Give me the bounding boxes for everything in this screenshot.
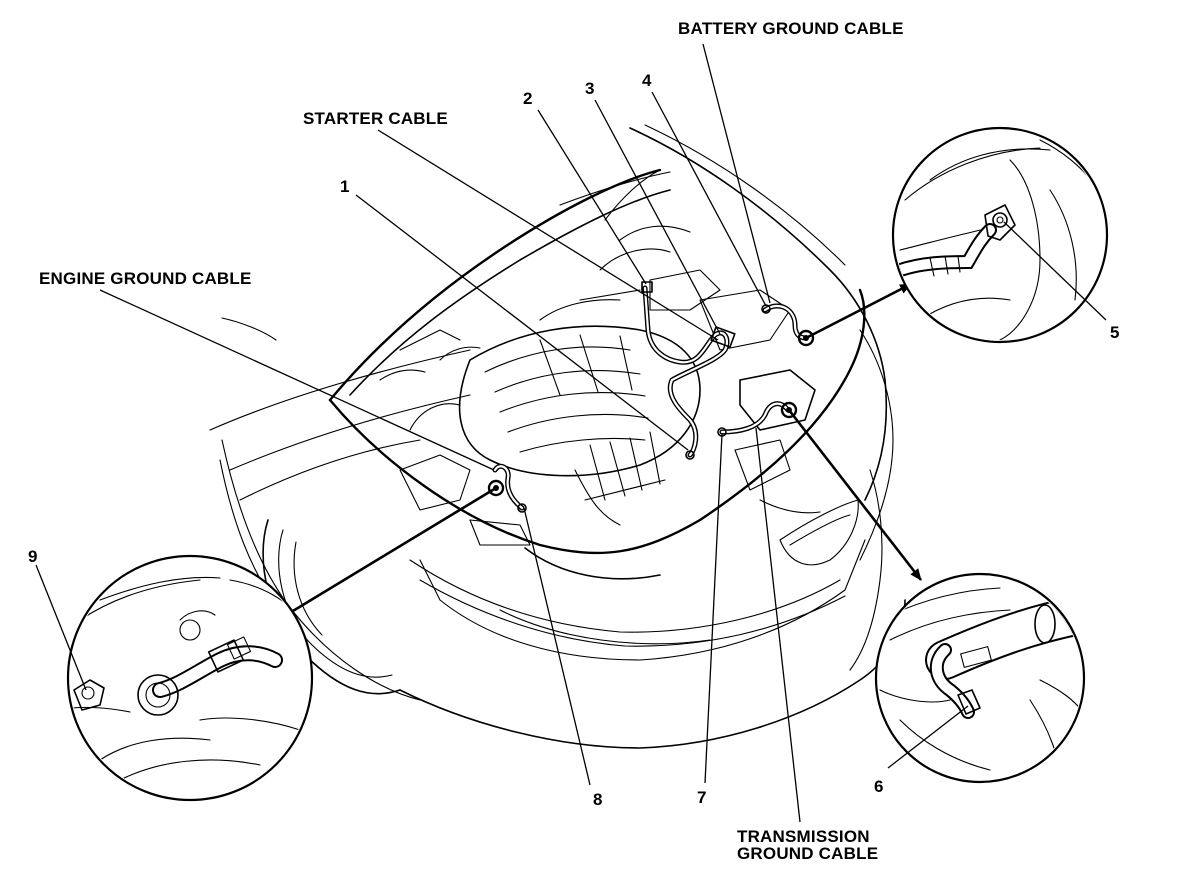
callout-5: 5 [1110, 323, 1120, 342]
callout-7: 7 [697, 788, 707, 807]
arrow-to-detail-6 [787, 409, 923, 581]
leader-lines [35, 43, 1107, 823]
engine-components [379, 225, 821, 546]
callout-3: 3 [585, 79, 595, 98]
cable-routing [487, 281, 815, 513]
arrow-to-detail-5 [805, 282, 912, 340]
callout-2: 2 [523, 89, 533, 108]
car-body-outline [209, 124, 906, 749]
arrow-to-detail-9 [282, 486, 497, 619]
engine-ground-cable-label: ENGINE GROUND CABLE [39, 269, 252, 288]
detail-circle-transmission-ground [874, 572, 1086, 784]
detail-circle-battery-ground [891, 126, 1109, 344]
callout-8: 8 [593, 790, 603, 809]
transmission-ground-cable-label-line1: TRANSMISSION [737, 827, 870, 846]
callout-6: 6 [874, 777, 884, 796]
callout-1: 1 [340, 177, 350, 196]
callout-4: 4 [642, 71, 652, 90]
battery-ground-cable-label: BATTERY GROUND CABLE [678, 19, 904, 38]
callout-9: 9 [28, 547, 38, 566]
detail-arrows [282, 282, 923, 619]
transmission-ground-cable-label-line2: GROUND CABLE [737, 844, 878, 863]
detail-circle-engine-ground [66, 554, 314, 802]
starter-cable-label: STARTER CABLE [303, 109, 448, 128]
